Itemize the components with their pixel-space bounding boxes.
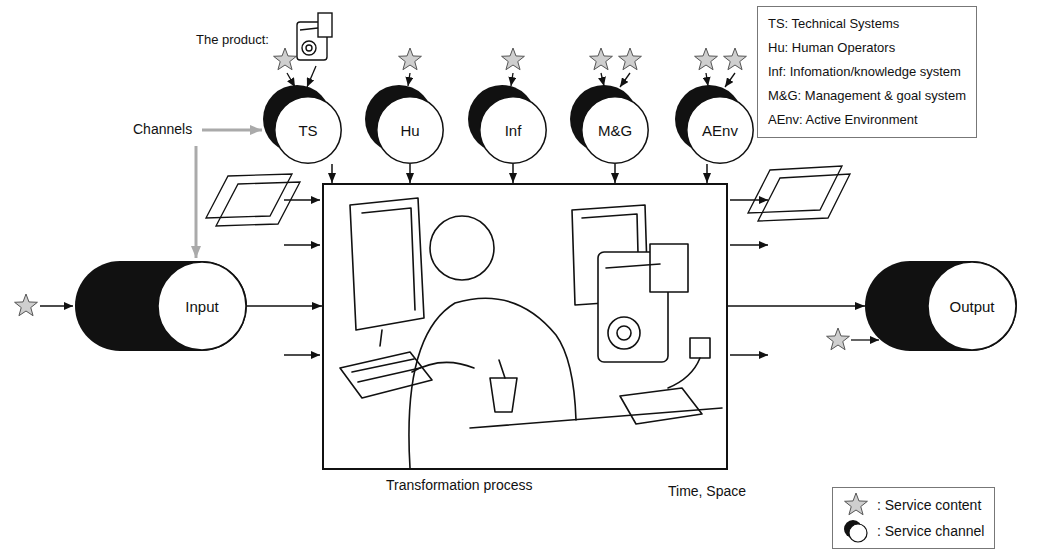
annotation-label: The product: [196,32,269,47]
flow-arrow [512,164,514,183]
node-text: TS: Technical Systems [768,12,966,36]
channel-shape [75,261,247,351]
legend-item: : Service content [843,492,984,518]
channel-icon [843,519,869,543]
process-box: Transformation process [322,183,728,470]
service-channel-pill: Input [75,261,247,351]
service-channel-pill: Output [865,261,1017,351]
flow-arrow [706,164,708,183]
flow-arrow [728,305,865,307]
service-channel-circle: M&G [581,96,649,164]
paper-sheets [206,166,850,226]
star-icon [843,493,869,517]
channel-face: Input [157,261,247,351]
node-text: Inf: Infomation/knowledge system [768,60,966,84]
node-text: TS [298,122,317,139]
flow-arrow [614,164,616,183]
workplace-sketch [340,198,722,468]
node-text: AEnv [702,122,738,139]
product-sketch [297,13,332,60]
node-text: M&G: Management & goal system [768,84,966,108]
flow-arrow [409,164,411,183]
flow-arrow [247,305,322,307]
node-text: AEnv: Active Environment [768,108,966,132]
channel-face: Output [927,261,1017,351]
node-text: M&G [598,122,632,139]
node-text: Input [185,298,218,315]
annotation-label: Channels [133,121,192,137]
node-text: Hu [400,122,419,139]
legend-text: : Service content [877,497,981,513]
service-channel-circle: Hu [376,96,444,164]
node-text: Transformation process [386,477,533,493]
annotation-label: Time, Space [668,483,746,499]
node-text: Inf [505,122,522,139]
legend-item: : Service channel [843,518,984,544]
service-channel-circle: AEnv [686,96,754,164]
abbreviation-box: TS: Technical SystemsHu: Human Operators… [757,6,977,138]
service-channel-circle: Inf [479,96,547,164]
node-text: Hu: Human Operators [768,36,966,60]
node-text: Output [949,298,994,315]
service-channel-circle: TS [274,96,342,164]
flow-arrow [331,164,333,183]
flow-arrows [284,200,768,355]
legend-box: : Service content : Service channel [832,487,995,549]
legend-text: : Service channel [877,523,984,539]
